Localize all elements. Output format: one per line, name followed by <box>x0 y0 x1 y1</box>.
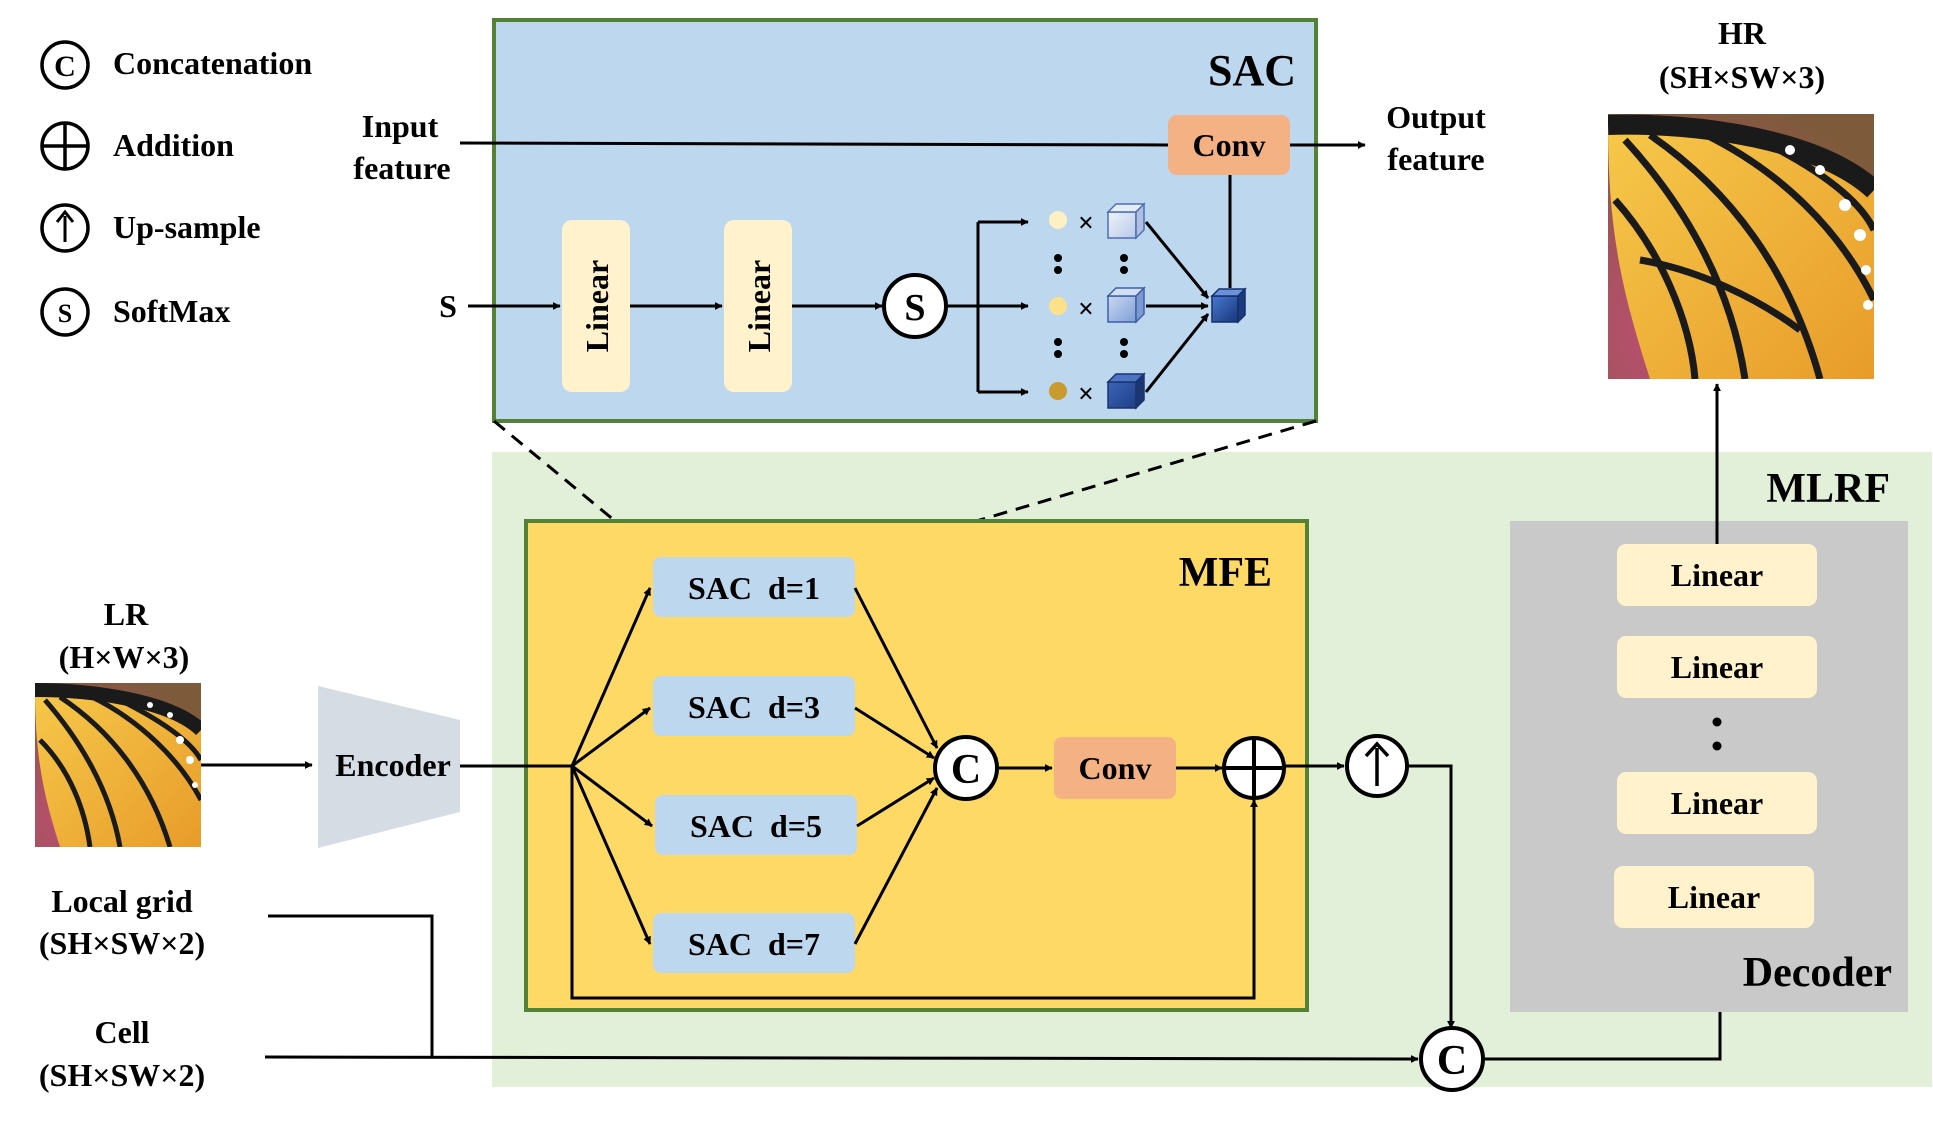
vertical-ellipsis-dots <box>1054 254 1128 358</box>
weight-dot-1 <box>1049 211 1067 229</box>
concatenation-icon: C <box>40 40 90 90</box>
addition-icon <box>40 121 90 171</box>
decoder-title: Decoder <box>1743 950 1892 996</box>
legend-addition-label: Addition <box>113 127 234 163</box>
decoder-linear-1-label: Linear <box>1671 557 1763 593</box>
sac-d5-label: SAC d=5 <box>690 808 822 844</box>
fan-to-sac-d7 <box>570 765 652 945</box>
final-concat-node: C <box>1419 1026 1485 1092</box>
local-grid-dims: (SH×SW×2) <box>39 925 205 961</box>
sac-softmax-node: S <box>882 273 948 339</box>
sac-conv-box <box>1168 115 1290 175</box>
s-input-label: S <box>439 288 457 324</box>
hr-title: HR <box>1718 15 1767 51</box>
sac-linear-2 <box>724 220 792 392</box>
sac-d7-box[interactable] <box>653 913 855 973</box>
legend-softmax-label: SoftMax <box>113 293 230 329</box>
lr-title: LR <box>104 596 149 632</box>
hr-butterfly-image <box>1608 114 1874 379</box>
times-1: × <box>1078 208 1094 239</box>
svg-text:C: C <box>1437 1038 1467 1084</box>
input-feature-line <box>459 141 1169 147</box>
mfe-addition-node <box>1222 736 1286 800</box>
fan-to-sac-d5 <box>571 764 653 828</box>
mfe-conv-label: Conv <box>1079 750 1152 786</box>
mlrf-title: MLRF <box>1766 466 1890 512</box>
feature-cube-output <box>1210 287 1247 324</box>
sac-d7-to-concat <box>853 787 939 945</box>
lr-butterfly-image <box>35 683 201 847</box>
feature-cube-light <box>1106 202 1146 240</box>
sac-d1-to-concat <box>853 587 939 749</box>
sac-d1-box[interactable] <box>653 557 855 617</box>
legend-concatenation-label: Concatenation <box>113 45 312 81</box>
feature-cube-mid <box>1106 286 1146 324</box>
sac-detail-block <box>492 18 1318 423</box>
legend: C Concatenation Addition Up-sample S Sof… <box>40 40 312 337</box>
decoder-linear-4[interactable] <box>1614 866 1814 928</box>
decoder-linear-4-label: Linear <box>1668 879 1760 915</box>
decoder-linear-3[interactable] <box>1617 772 1817 834</box>
sac-d3-box[interactable] <box>653 676 855 736</box>
sac-d1-label: SAC d=1 <box>688 570 820 606</box>
sac-d5-box[interactable] <box>655 795 857 855</box>
cell-label: Cell <box>94 1014 149 1050</box>
local-grid-label: Local grid <box>51 883 193 919</box>
cell-dims: (SH×SW×2) <box>39 1057 205 1093</box>
times-2: × <box>1078 294 1094 325</box>
decoder-linear-1[interactable] <box>1617 544 1817 606</box>
legend-upsample-label: Up-sample <box>113 209 261 245</box>
weight-dot-3 <box>1049 382 1067 400</box>
input-feature-label-2: feature <box>353 150 450 186</box>
sac-d7-label: SAC d=7 <box>688 926 820 962</box>
local-grid-line <box>268 914 434 1057</box>
cube-top-to-output-arrow <box>1144 221 1210 299</box>
upsample-to-concat-line <box>1407 764 1455 1029</box>
sac-linear-1-label: Linear <box>579 260 615 352</box>
mfe-concat-node: C <box>933 735 999 801</box>
sac-d3-to-concat <box>854 706 935 760</box>
encoder-block <box>318 686 460 848</box>
fan-to-sac-d3 <box>571 706 651 768</box>
decoder-linear-3-label: Linear <box>1671 785 1763 821</box>
feature-cube-dark <box>1106 372 1146 410</box>
sac-d5-to-concat <box>856 776 935 828</box>
mfe-title: MFE <box>1179 550 1272 596</box>
upsample-node <box>1345 734 1409 798</box>
sac-linear-1 <box>562 220 630 392</box>
sac-d3-label: SAC d=3 <box>688 689 820 725</box>
svg-text:S: S <box>58 299 72 328</box>
svg-text:S: S <box>904 287 925 329</box>
fan-to-sac-d1 <box>570 587 652 767</box>
cell-to-concat-arrow <box>264 1054 1419 1063</box>
cube-bottom-to-output-arrow <box>1144 313 1210 393</box>
decoder-ellipsis <box>1712 717 1722 751</box>
residual-skip-path <box>570 766 1258 1000</box>
sac-conv-label: Conv <box>1193 127 1266 163</box>
hr-dims: (SH×SW×3) <box>1659 59 1825 95</box>
softmax-icon: S <box>40 287 90 337</box>
upsample-icon <box>40 203 90 253</box>
output-feature-label-2: feature <box>1387 141 1484 177</box>
times-3: × <box>1078 379 1094 410</box>
weight-dot-2 <box>1049 297 1067 315</box>
input-feature-label: Input <box>362 108 439 144</box>
lr-dims: (H×W×3) <box>59 639 190 675</box>
output-feature-label: Output <box>1386 99 1486 135</box>
decoder-linear-2-label: Linear <box>1671 649 1763 685</box>
svg-text:C: C <box>951 747 981 793</box>
sac-block-title: SAC <box>1208 46 1296 95</box>
svg-text:C: C <box>54 50 76 83</box>
decoder-linear-2[interactable] <box>1617 636 1817 698</box>
mfe-conv-box[interactable] <box>1054 737 1176 799</box>
sac-linear-2-label: Linear <box>741 260 777 352</box>
encoder-label: Encoder <box>335 747 451 783</box>
